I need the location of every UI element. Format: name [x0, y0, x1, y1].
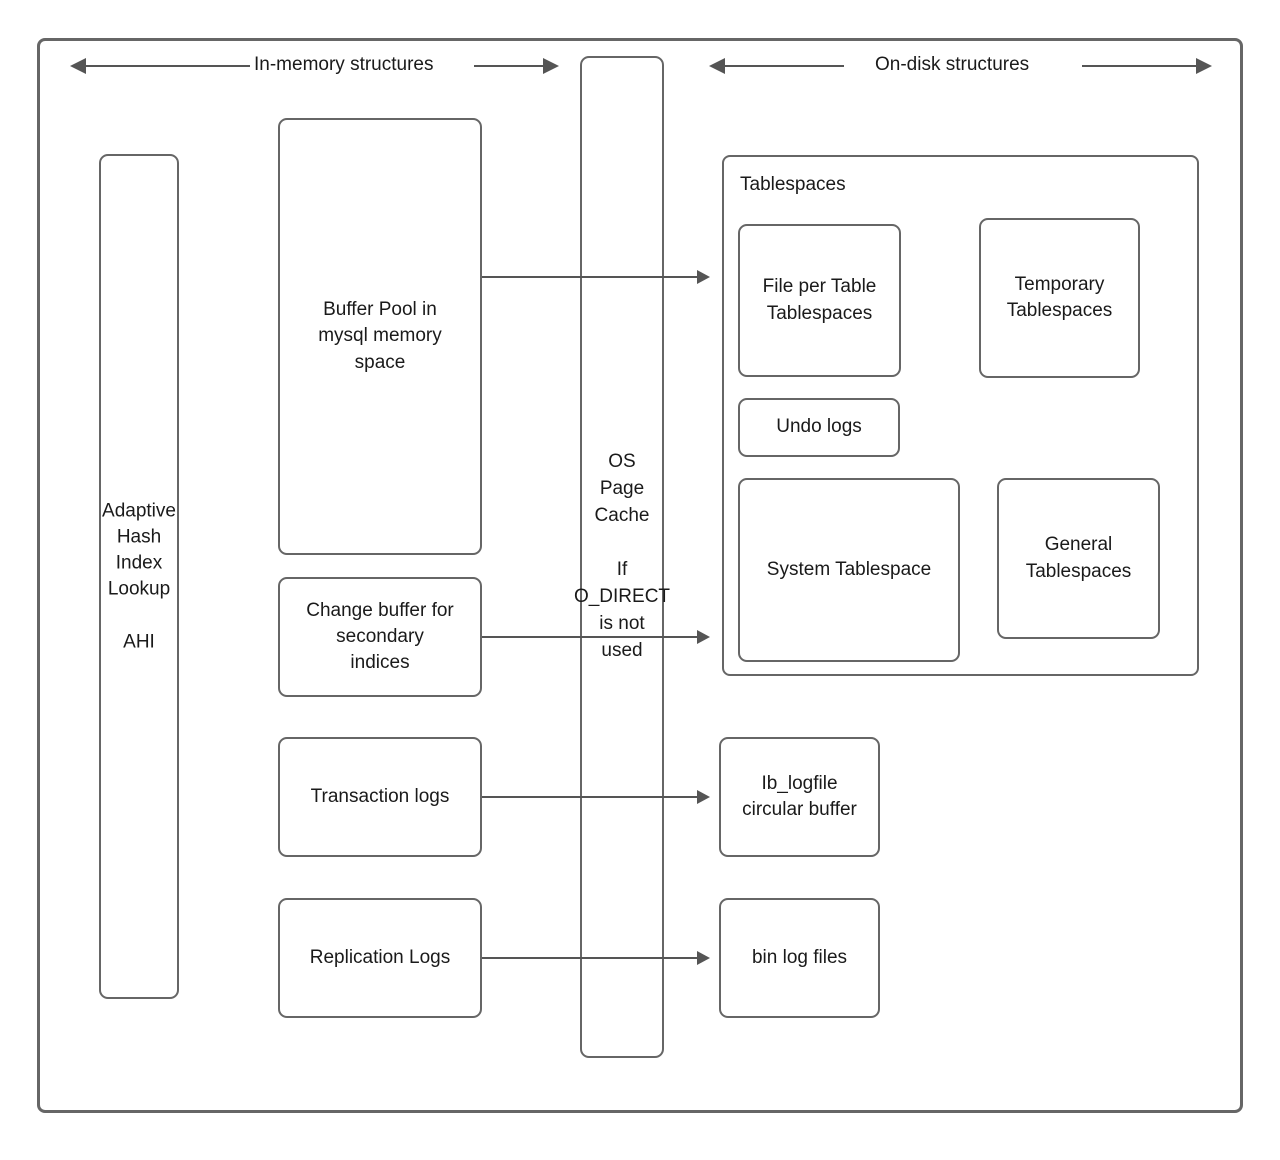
on-disk-left-line — [724, 65, 844, 67]
undo-logs-box[interactable]: Undo logs — [738, 398, 900, 457]
outer-frame — [37, 38, 1243, 1113]
on-disk-header-label: On-disk structures — [875, 54, 1030, 75]
ib-logfile-box[interactable]: Ib_logfile circular buffer — [719, 737, 880, 857]
in-memory-header-label: In-memory structures — [254, 54, 434, 75]
system-tablespace-box[interactable]: System Tablespace — [738, 478, 960, 662]
buffer-pool-box[interactable]: Buffer Pool in mysql memory space — [278, 118, 482, 555]
tablespaces-group: Tablespaces — [722, 155, 1199, 676]
change-buffer-to-tablespaces-line — [482, 636, 697, 638]
transaction-logs-to-ib-logfile-arrowhead — [697, 790, 710, 804]
buffer-pool-to-tablespaces-arrowhead — [697, 270, 710, 284]
replication-logs-to-bin-log-arrowhead — [697, 951, 710, 965]
transaction-logs-to-ib-logfile-line — [482, 796, 697, 798]
adaptive-hash-index-label: Adaptive Hash Index Lookup AHI — [102, 499, 176, 652]
in-memory-right-arrowhead — [543, 58, 559, 74]
temporary-tablespaces-box[interactable]: Temporary Tablespaces — [979, 218, 1140, 378]
replication-logs-box[interactable]: Replication Logs — [278, 898, 482, 1018]
os-page-cache-label: OS Page Cache If O_DIRECT is not used — [573, 451, 671, 661]
transaction-logs-box[interactable]: Transaction logs — [278, 737, 482, 857]
change-buffer-to-tablespaces-arrowhead — [697, 630, 710, 644]
replication-logs-to-bin-log-line — [482, 957, 697, 959]
change-buffer-box[interactable]: Change buffer for secondary indices — [278, 577, 482, 697]
adaptive-hash-index-box[interactable]: Adaptive Hash Index Lookup AHI — [99, 154, 179, 999]
in-memory-left-arrowhead — [70, 58, 86, 74]
on-disk-right-arrowhead — [1196, 58, 1212, 74]
in-memory-left-line — [85, 65, 250, 67]
tablespaces-group-title: Tablespaces — [740, 174, 846, 195]
os-page-cache-column[interactable]: OS Page Cache If O_DIRECT is not used — [574, 56, 670, 1058]
on-disk-left-arrowhead — [709, 58, 725, 74]
on-disk-right-line — [1082, 65, 1202, 67]
file-per-table-tablespaces-box[interactable]: File per Table Tablespaces — [738, 224, 901, 377]
in-memory-right-line — [474, 65, 549, 67]
general-tablespaces-box[interactable]: General Tablespaces — [997, 478, 1160, 639]
buffer-pool-to-tablespaces-line — [482, 276, 697, 278]
bin-log-files-box[interactable]: bin log files — [719, 898, 880, 1018]
